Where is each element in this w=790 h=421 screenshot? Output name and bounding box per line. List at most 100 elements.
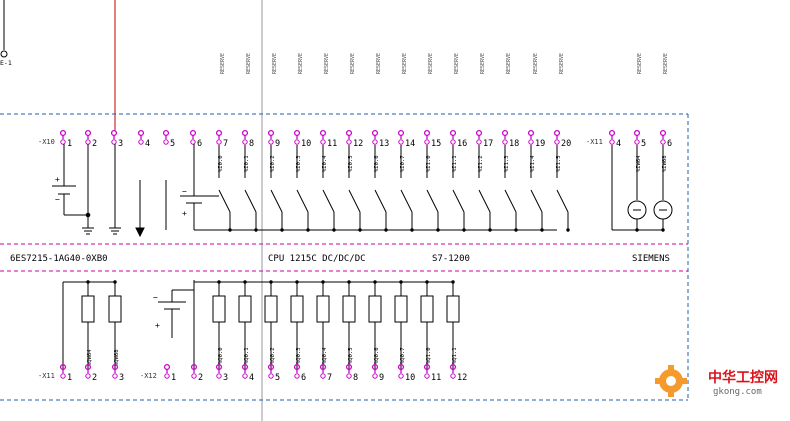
terminal-ring [215,363,223,371]
terminal: 11 [319,129,337,149]
x11-bottom-prefix: -X11 [38,372,55,380]
output-address-label: %Q0.4 [322,347,328,364]
terminal-number: 10 [405,373,415,383]
terminal-point [372,373,378,379]
terminal-ring [371,363,379,371]
junction-dot [243,280,247,284]
terminal-number: 1 [67,373,72,383]
input-address-label-text: %I0.4 [322,155,328,172]
junction-dot [280,228,284,232]
load-resistor [342,295,356,323]
reserve-label: RESERVE [506,53,512,74]
cpu-model: CPU 1215C DC/DC/DC [268,254,366,264]
terminal: 10 [397,363,415,383]
input-address-label-text: %I0.6 [374,155,380,172]
terminal-point [294,373,300,379]
output-address-label-text: %Q0.5 [348,347,354,364]
input-address-label: %I1.5 [556,155,562,172]
terminal-number: 12 [457,373,467,383]
reserve-row: RESERVE RESERVE RESERVE RESERVE RESERVE … [220,53,669,74]
input-address-label: %I0.6 [374,155,380,172]
terminal: 2 [84,129,97,149]
output-address-label: %Q0.3 [296,347,302,364]
vendor-name: SIEMENS [632,254,670,264]
reserve-label: RESERVE [220,53,226,74]
terminal-number: 20 [561,139,571,149]
terminal-number: 10 [301,139,311,149]
battery-24v-icon: + − [52,144,91,228]
terminal-point [450,139,456,145]
terminal-number: 4 [616,139,621,149]
terminal-ring [137,129,145,137]
terminal-point [398,139,404,145]
terminal-ring [608,129,616,137]
terminal-ring [423,363,431,371]
terminal-number: 3 [223,373,228,383]
reserve-label: RESERVE [324,53,330,74]
terminal: 20 [553,129,571,149]
plc-family: S7-1200 [432,254,470,264]
output-address-label: %Q0.2 [270,347,276,364]
input-address-label: %I1.4 [530,155,536,172]
junction-dot [113,280,117,284]
load-resistor [290,295,304,323]
load-resistor [81,295,95,323]
terminal-point [346,139,352,145]
terminal-number: 18 [509,139,519,149]
terminal-ring [319,129,327,137]
terminal-ring [371,129,379,137]
terminal: 16 [449,129,467,149]
input-address-label: %I1.3 [504,155,510,172]
terminal-point [660,139,666,145]
junction-dot [306,228,310,232]
terminal-point [372,139,378,145]
terminal-ring [84,129,92,137]
terminal-point [502,139,508,145]
input-address-label-text: %I1.5 [556,155,562,172]
input-address-label: %I0.4 [322,155,328,172]
terminal-ring [190,363,198,371]
terminal-point [85,373,91,379]
watermark-cn: 中华工控网 [708,369,778,386]
ground-icon [109,144,121,235]
terminal-point [424,139,430,145]
terminal: 11 [423,363,441,383]
terminal-point [164,373,170,379]
switch-blade [218,189,231,213]
terminal-number: 6 [667,139,672,149]
terminal-number: 11 [327,139,337,149]
svg-text:−: − [153,293,158,302]
analog-output-label: %QW64 [87,349,93,366]
x12-prefix: -X12 [140,372,157,380]
left-feed: E-1 [0,0,116,131]
terminal-point [216,139,222,145]
switch-blade [452,189,465,213]
terminal-ring [449,129,457,137]
left-tag-label: E-1 [0,59,12,67]
terminal-point [163,139,169,145]
terminal-ring [449,363,457,371]
terminal-point [320,139,326,145]
terminal-point [609,139,615,145]
analog-input-label: %IW64 [636,155,642,172]
input-address-label-text: %I1.3 [504,155,510,172]
terminal: 7 [215,129,228,149]
input-address-label: %I0.3 [296,155,302,172]
reserve-label: RESERVE [402,53,408,74]
terminal-number: 19 [535,139,545,149]
input-address-label-text: %I0.0 [218,155,224,172]
terminal-point [111,139,117,145]
terminal: 12 [449,363,467,383]
terminal-ring [659,129,667,137]
terminal-ring [319,363,327,371]
switch-blade [296,189,309,213]
terminal-number: 8 [249,139,254,149]
digital-input-switches: %I0.0%I0.1%I0.2%I0.3%I0.4%I0.5%I0.6%I0.7… [194,145,570,232]
input-address-label-text: %I1.4 [530,155,536,172]
terminal-number: 6 [301,373,306,383]
junction-dot [451,280,455,284]
